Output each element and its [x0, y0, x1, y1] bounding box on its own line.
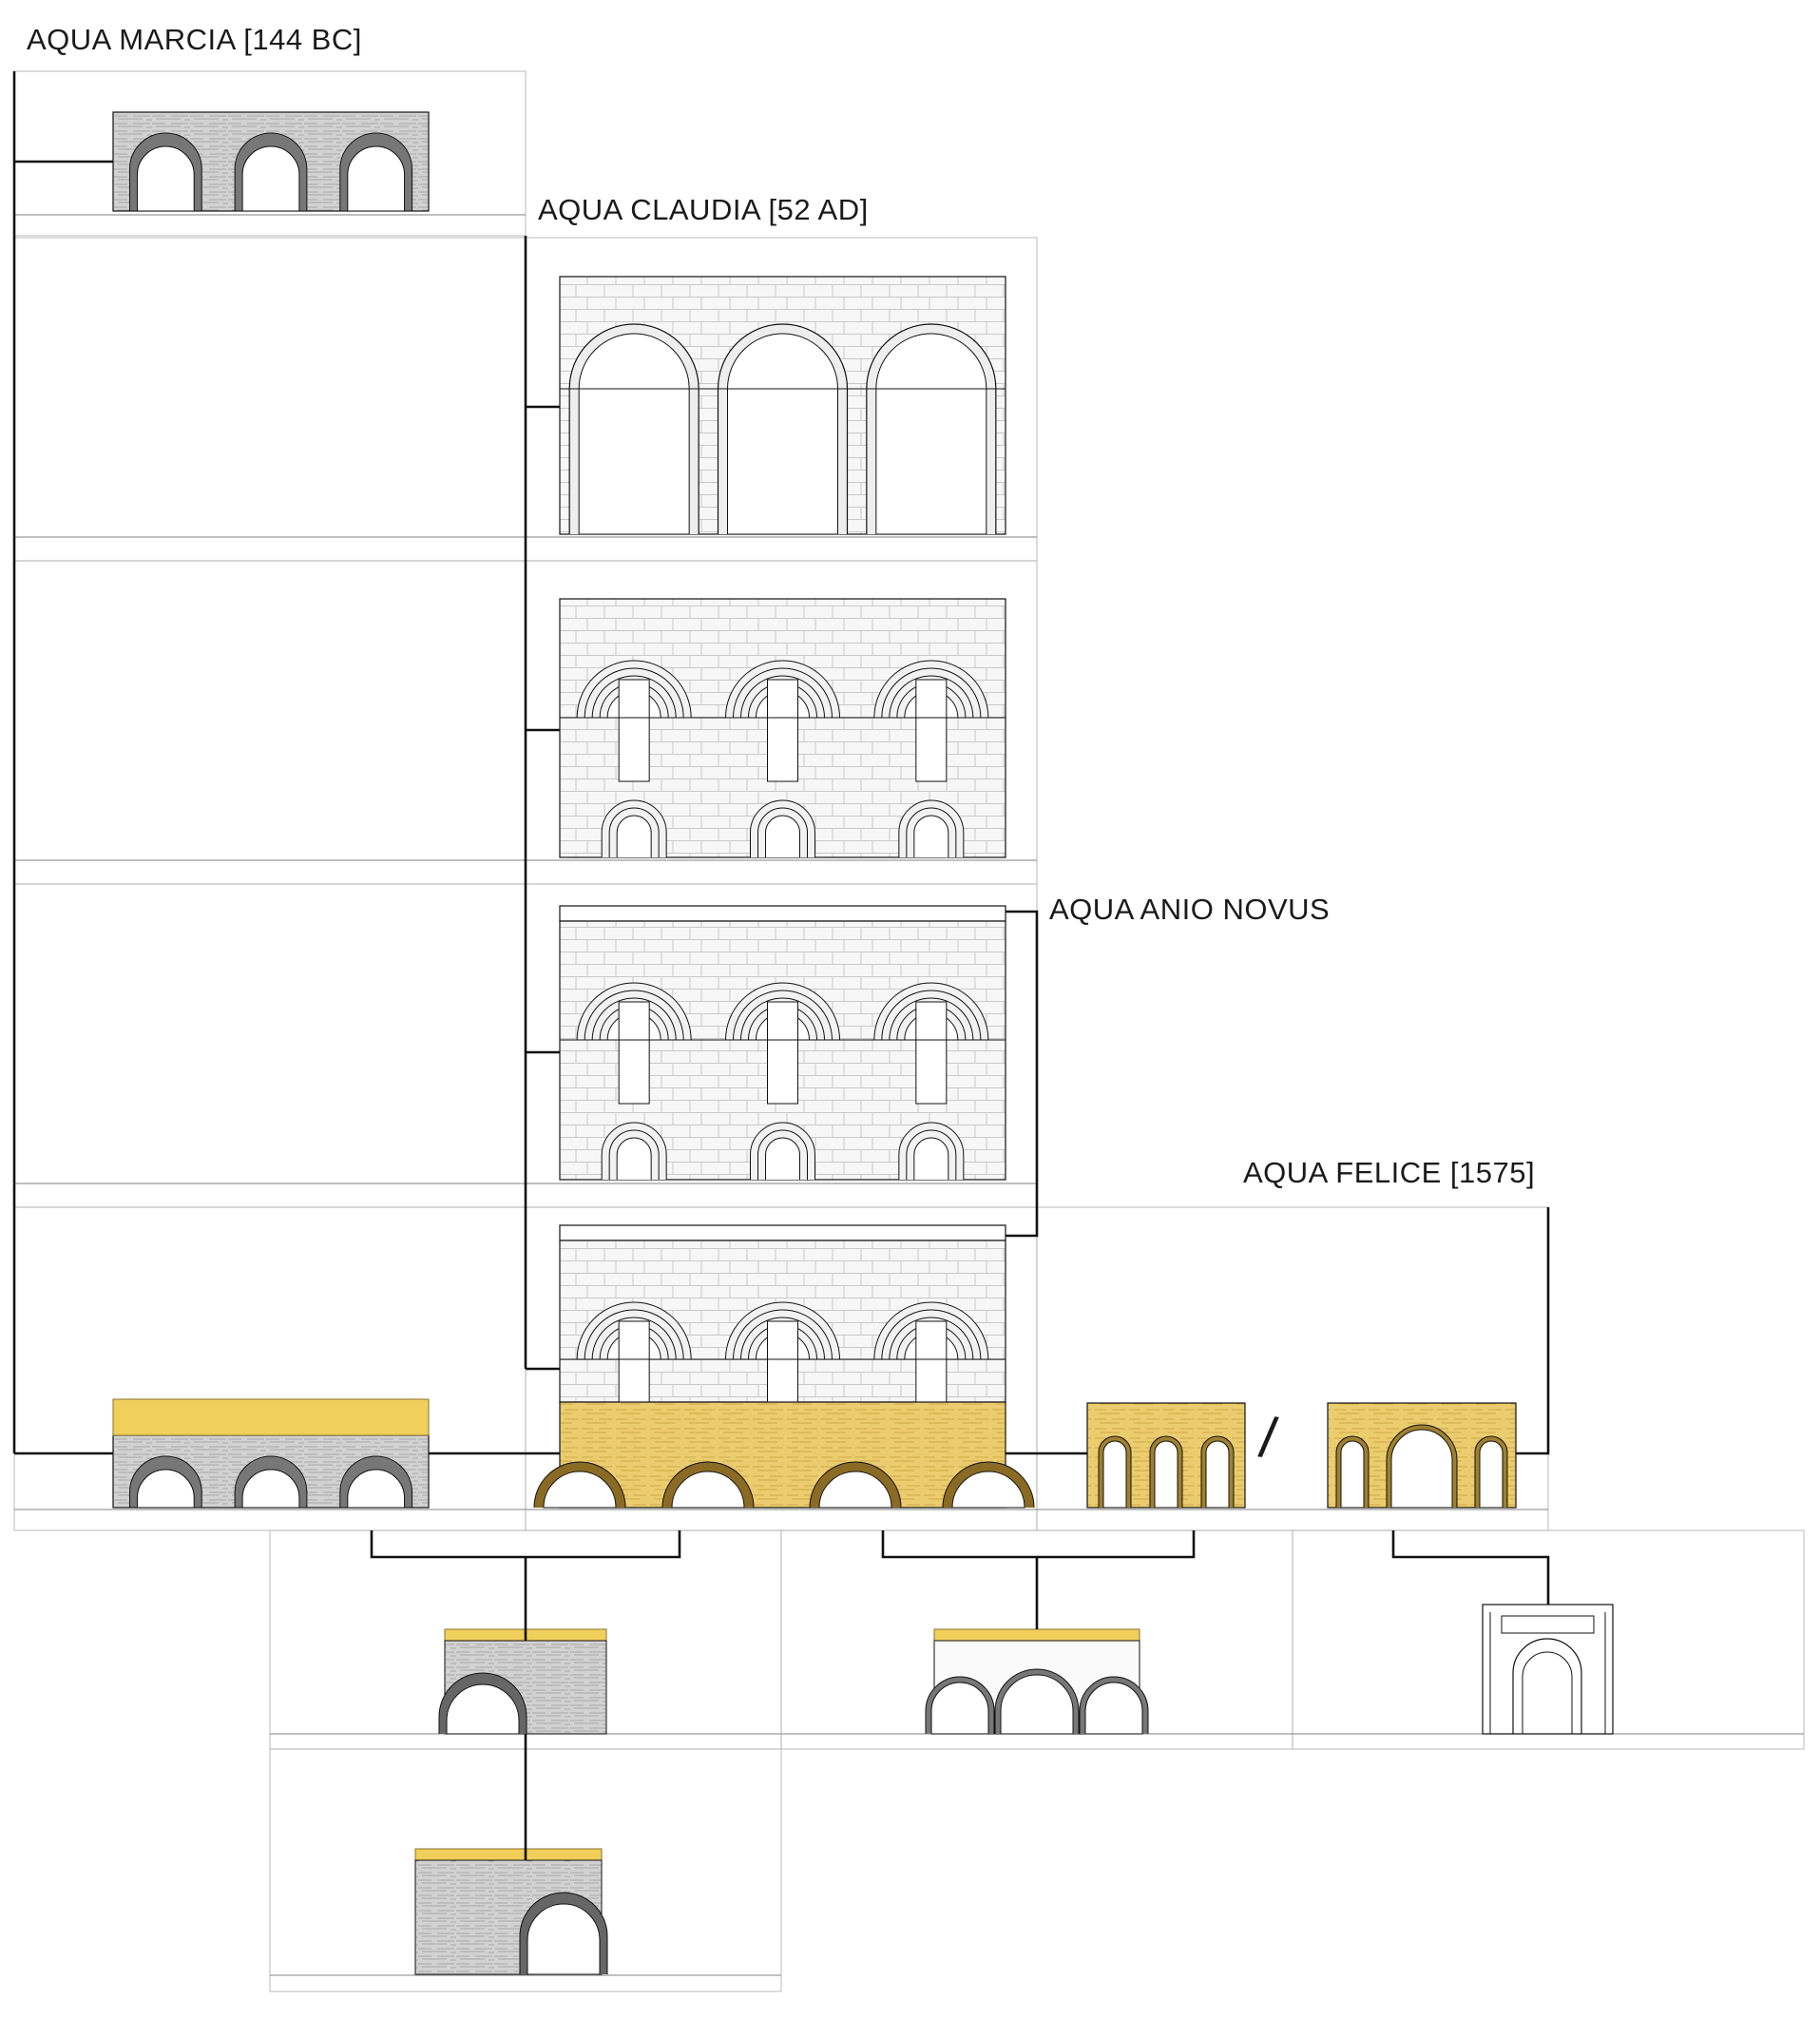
marcia-elevation — [112, 1398, 430, 1509]
connector-derived-2-bracket — [881, 1530, 1196, 1559]
claudia-arch-opening — [578, 333, 690, 535]
frame-left-column-0 — [13, 237, 527, 562]
claudia-arch-opening — [727, 333, 838, 535]
fragment-ochre-band — [414, 1848, 603, 1861]
label-aqua-claudia: AQUA CLAUDIA [52 AD] — [538, 193, 869, 226]
frame-derived-3 — [1292, 1529, 1805, 1750]
claudia-lower-arch — [913, 815, 949, 857]
claudia-window — [767, 1001, 798, 1105]
fragment-arch-opening — [930, 1682, 989, 1735]
label-aqua-anio-novus: AQUA ANIO NOVUS — [1049, 893, 1331, 926]
claudia-lower-arch — [765, 815, 800, 857]
aqueduct-elevations — [112, 111, 1614, 1975]
claudia-window — [915, 1001, 948, 1105]
claudia-window-elevation — [559, 598, 1006, 858]
ochre-arch-opening — [543, 1471, 617, 1509]
gateway-arch-inner — [1522, 1651, 1573, 1734]
claudia-top-band — [559, 905, 1006, 922]
connector-felice-trunk — [1516, 1207, 1550, 1455]
fragment-arch-opening — [527, 1903, 601, 1975]
marcia-ochre-band — [112, 1398, 430, 1436]
claudia-window — [915, 1320, 948, 1403]
felice-arch-opening — [1390, 1429, 1453, 1509]
felice-arch-opening — [1205, 1440, 1230, 1509]
marcia-arch-opening — [136, 1469, 195, 1509]
marcia-arch-opening — [136, 145, 195, 212]
lineage-connectors — [12, 71, 1550, 1860]
marcia-arch-opening — [241, 145, 300, 212]
gateway-arch-outer — [1512, 1638, 1582, 1734]
claudia-window — [767, 679, 798, 782]
label-aqua-marcia: AQUA MARCIA [144 BC] — [27, 23, 362, 56]
ochre-base-wall — [559, 1401, 1006, 1509]
derived-fragment-1 — [438, 1628, 607, 1735]
gateway-inscription-panel — [1501, 1615, 1595, 1634]
derived-fragment-4 — [414, 1848, 608, 1975]
gateway-pilasters — [1489, 1612, 1606, 1734]
claudia-arch-opening — [875, 334, 987, 535]
claudia-window — [915, 679, 948, 782]
claudia-lower-arch — [913, 1137, 949, 1180]
claudia-window-elevation — [559, 905, 1006, 1181]
connector-anio-novus — [1006, 910, 1039, 1238]
felice-arcade-a — [1086, 1402, 1246, 1509]
claudia-lower-arch — [765, 1137, 800, 1180]
felice-arch-opening — [1340, 1440, 1365, 1509]
connector-derived-1-bracket — [370, 1530, 681, 1559]
fragment-arch-opening — [1084, 1682, 1143, 1735]
ochre-arch-opening — [671, 1471, 745, 1509]
derived-fragment-2 — [925, 1628, 1149, 1735]
felice-arch-opening — [1479, 1440, 1504, 1509]
ochre-arch-opening — [818, 1471, 892, 1509]
fragment-arch-opening — [1000, 1674, 1074, 1735]
felice-arch-opening — [1102, 1440, 1127, 1509]
claudia-top-band — [559, 1224, 1006, 1241]
claudia-tall-elevation — [559, 276, 1006, 535]
felice-arcade-b — [1327, 1402, 1517, 1509]
frame-left-column-2 — [13, 883, 527, 1208]
claudia-window — [618, 1001, 650, 1105]
claudia-ochre-elevation — [533, 1224, 1035, 1509]
felice-arch-opening — [1154, 1440, 1178, 1509]
ochre-arch-opening — [951, 1471, 1025, 1509]
marcia-arch-opening — [347, 1469, 406, 1509]
claudia-window — [767, 1320, 798, 1403]
claudia-window — [618, 679, 650, 782]
fragment-arch-opening — [446, 1683, 520, 1735]
claudia-lower-arch — [616, 815, 652, 857]
marcia-arch-opening — [241, 1469, 300, 1509]
label-aqua-felice: AQUA FELICE [1575] — [1243, 1156, 1536, 1189]
claudia-window — [618, 1320, 650, 1403]
fragment-ochre-band — [933, 1628, 1140, 1642]
derived-gateway — [1482, 1604, 1614, 1735]
claudia-lower-arch — [616, 1137, 652, 1180]
connector-derived-3-bracket — [1391, 1530, 1550, 1605]
marcia-arch-opening — [347, 145, 406, 212]
marcia-elevation — [112, 111, 430, 212]
frame-left-column-1 — [13, 560, 527, 885]
